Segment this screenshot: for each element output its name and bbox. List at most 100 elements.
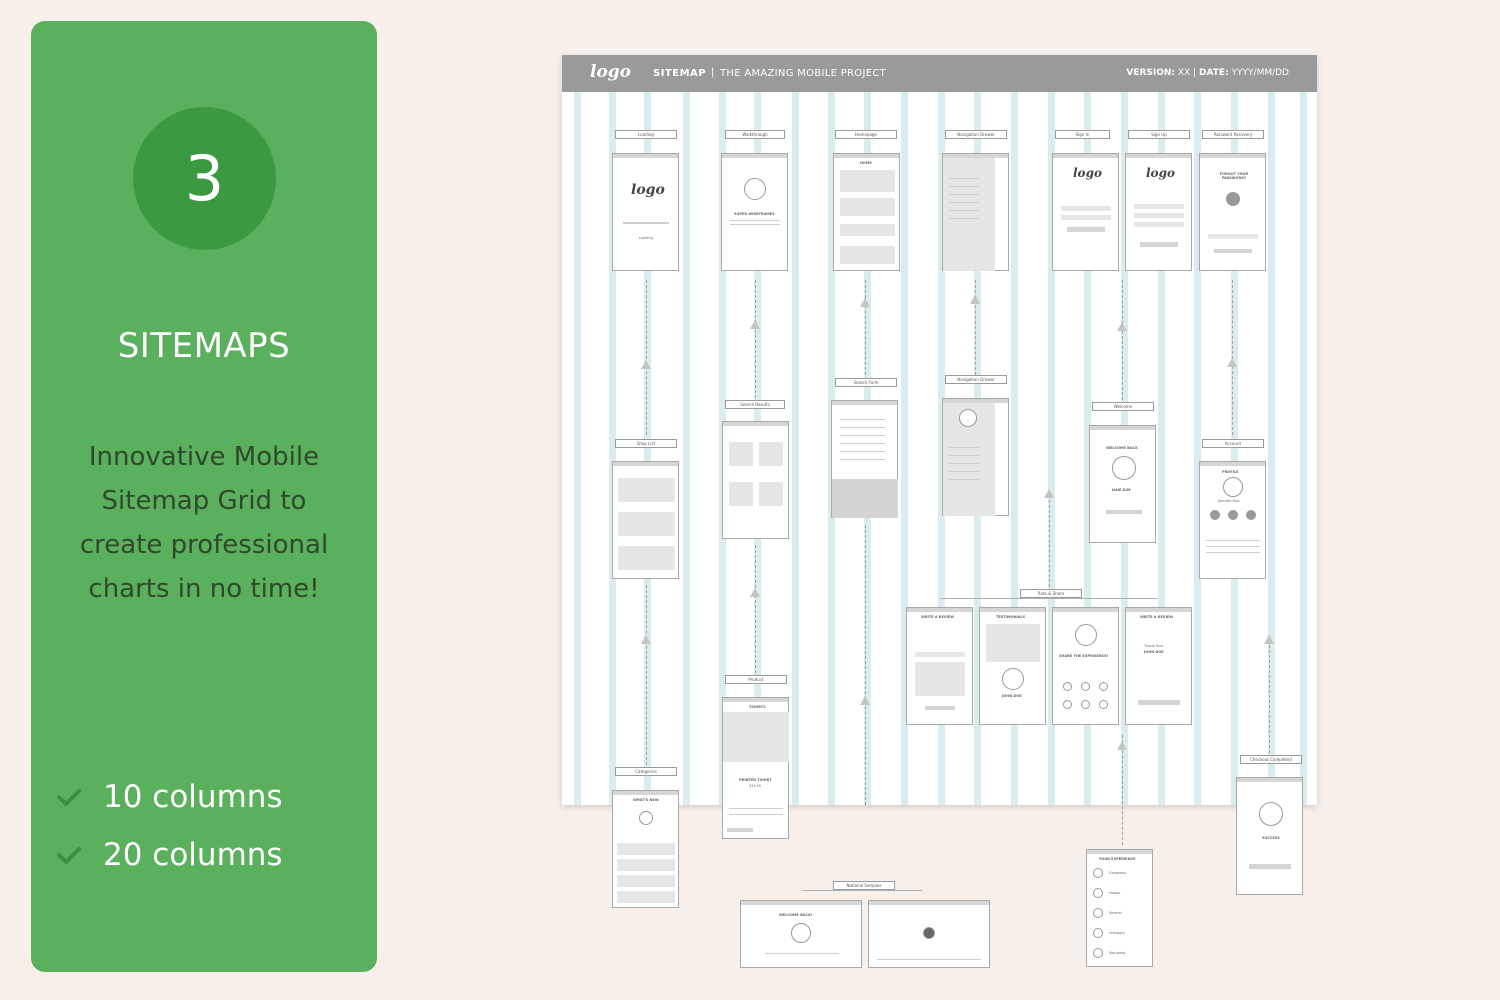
- flow-connector: [865, 280, 866, 375]
- vimeo-icon: [1081, 700, 1090, 709]
- arrow-up-icon: [1044, 489, 1054, 498]
- screen-account[interactable]: PROFILE Jennifer Doe: [1199, 461, 1266, 579]
- list-line: [840, 419, 885, 420]
- screen-sign-up[interactable]: logo: [1125, 153, 1192, 271]
- screen-nav-drawer-2[interactable]: [942, 398, 1009, 516]
- send-button: [1214, 249, 1252, 253]
- menu-line: [949, 202, 979, 203]
- facebook-icon: [1063, 682, 1072, 691]
- home-banner: [840, 224, 895, 236]
- description-line: charts in no time!: [88, 574, 320, 604]
- grid-column: [792, 92, 799, 805]
- list-line: [840, 443, 885, 444]
- reviewer-name: JOHN DOE: [1002, 694, 1022, 698]
- screen-your-experience[interactable]: YOUR EXPERIENCE Gorgeous Happy Normal Un…: [1086, 849, 1153, 967]
- flow-connector: [975, 280, 976, 375]
- password-field: [1134, 222, 1184, 227]
- screen-label: Loading: [615, 130, 677, 139]
- email-field: [1061, 206, 1111, 211]
- screen-checkout-completed[interactable]: SUCCESS: [1236, 777, 1303, 895]
- home-grid: [840, 198, 895, 216]
- welcome-title: WELCOME BACK!: [779, 913, 813, 917]
- home-title: HOME: [860, 161, 872, 165]
- menu-line: [949, 471, 979, 472]
- product-price: $15.00: [749, 784, 762, 788]
- date-label: DATE:: [1199, 68, 1229, 78]
- screen-categories[interactable]: WHAT'S NEW: [612, 790, 679, 908]
- result-thumb: [729, 442, 753, 466]
- screen-player[interactable]: [868, 900, 990, 968]
- screen-welcome[interactable]: WELCOME BACK JANE DOE: [1089, 425, 1156, 543]
- login-button: [1067, 227, 1105, 232]
- experience-option: Normal: [1109, 911, 1122, 915]
- progress-line: [877, 959, 981, 960]
- description-line: Sitemap Grid to: [101, 486, 307, 516]
- screen-homepage[interactable]: HOME: [833, 153, 900, 271]
- description-line: Innovative Mobile: [88, 442, 320, 472]
- screen-fingerprint[interactable]: WELCOME BACK!: [740, 900, 862, 968]
- arrow-up-icon: [750, 588, 760, 597]
- promo-panel: 3 SITEMAPS Innovative Mobile Sitemap Gri…: [31, 21, 377, 972]
- flow-connector: [1049, 495, 1050, 587]
- date-value: YYYY/MM/DD: [1231, 68, 1289, 78]
- name-field: [1134, 204, 1184, 209]
- experience-option: Unhappy: [1109, 931, 1125, 935]
- arrow-up-icon: [1264, 635, 1274, 644]
- grid-column: [644, 92, 651, 805]
- screen-search-form[interactable]: [831, 400, 898, 518]
- screen-label: Sign In: [1055, 130, 1110, 139]
- screen-label: Welcome: [1092, 402, 1154, 411]
- done-button: [1138, 700, 1180, 705]
- product-name: PRINTED TSHIRT: [739, 778, 772, 782]
- arrow-up-icon: [1227, 358, 1237, 367]
- continue-button: [1106, 510, 1142, 514]
- google-icon: [1099, 682, 1108, 691]
- screen-testimonials[interactable]: TESTIMONIALS JOHN DOE: [979, 607, 1046, 725]
- thank-you-text: Thank You!: [1144, 644, 1164, 648]
- screen-label: Rate & Share: [1020, 589, 1082, 598]
- screen-walkthrough[interactable]: SUPER WIREFRAMES: [721, 153, 788, 271]
- sitemap-sheet: logo SITEMAP | THE AMAZING MOBILE PROJEC…: [562, 55, 1317, 968]
- screen-label: Shop List: [615, 439, 677, 448]
- screen-nav-drawer[interactable]: [942, 153, 1009, 271]
- avatar: [959, 409, 977, 427]
- screen-label: Checkout Completed: [1240, 755, 1302, 764]
- menu-line: [949, 210, 979, 211]
- text-line: [765, 953, 839, 954]
- experience-option: Not good: [1109, 951, 1125, 955]
- email-field: [1208, 234, 1258, 239]
- register-button: [1140, 242, 1178, 247]
- grid-column: [683, 92, 690, 805]
- screen-label: Notional Samples: [833, 881, 895, 890]
- list-line: [840, 435, 885, 436]
- text-line: [729, 808, 783, 809]
- quote-box: [986, 624, 1040, 662]
- screen-search-results[interactable]: [722, 421, 789, 539]
- header-separator: |: [711, 67, 715, 78]
- forgot-password-title: FORGOT YOUR PASSWORD?: [1219, 172, 1249, 180]
- walkthrough-title: SUPER WIREFRAMES: [734, 212, 775, 216]
- screen-sign-in[interactable]: logo: [1052, 153, 1119, 271]
- play-icon: [923, 927, 935, 939]
- pinterest-icon: [1063, 700, 1072, 709]
- screen-label: Walkthrough: [725, 130, 785, 139]
- grid-column: [1048, 92, 1055, 805]
- version-label: VERSION:: [1126, 68, 1176, 78]
- email-icon: [1099, 700, 1108, 709]
- arrow-up-icon: [1117, 741, 1127, 750]
- panel-title: SITEMAPS: [117, 326, 291, 366]
- screen-password-recovery[interactable]: FORGOT YOUR PASSWORD?: [1199, 153, 1266, 271]
- connector: [940, 598, 1158, 599]
- flow-connector: [1122, 735, 1123, 845]
- screen-write-review[interactable]: WRITE A REVIEW: [906, 607, 973, 725]
- screen-loading[interactable]: logo Loading: [612, 153, 679, 271]
- screen-thank-you[interactable]: WRITE A REVIEW Thank You! JOHN DOE: [1125, 607, 1192, 725]
- text-line: [729, 814, 783, 815]
- screen-product[interactable]: TSHIRTS PRINTED TSHIRT $15.00: [722, 697, 789, 839]
- product-image: [723, 712, 789, 762]
- screen-share[interactable]: SHARE THE EXPERIENCE!: [1052, 607, 1119, 725]
- continue-button: [1249, 864, 1291, 869]
- screen-shop-list[interactable]: [612, 461, 679, 579]
- project-name: THE AMAZING MOBILE PROJECT: [720, 68, 887, 79]
- text-line: [1206, 540, 1260, 541]
